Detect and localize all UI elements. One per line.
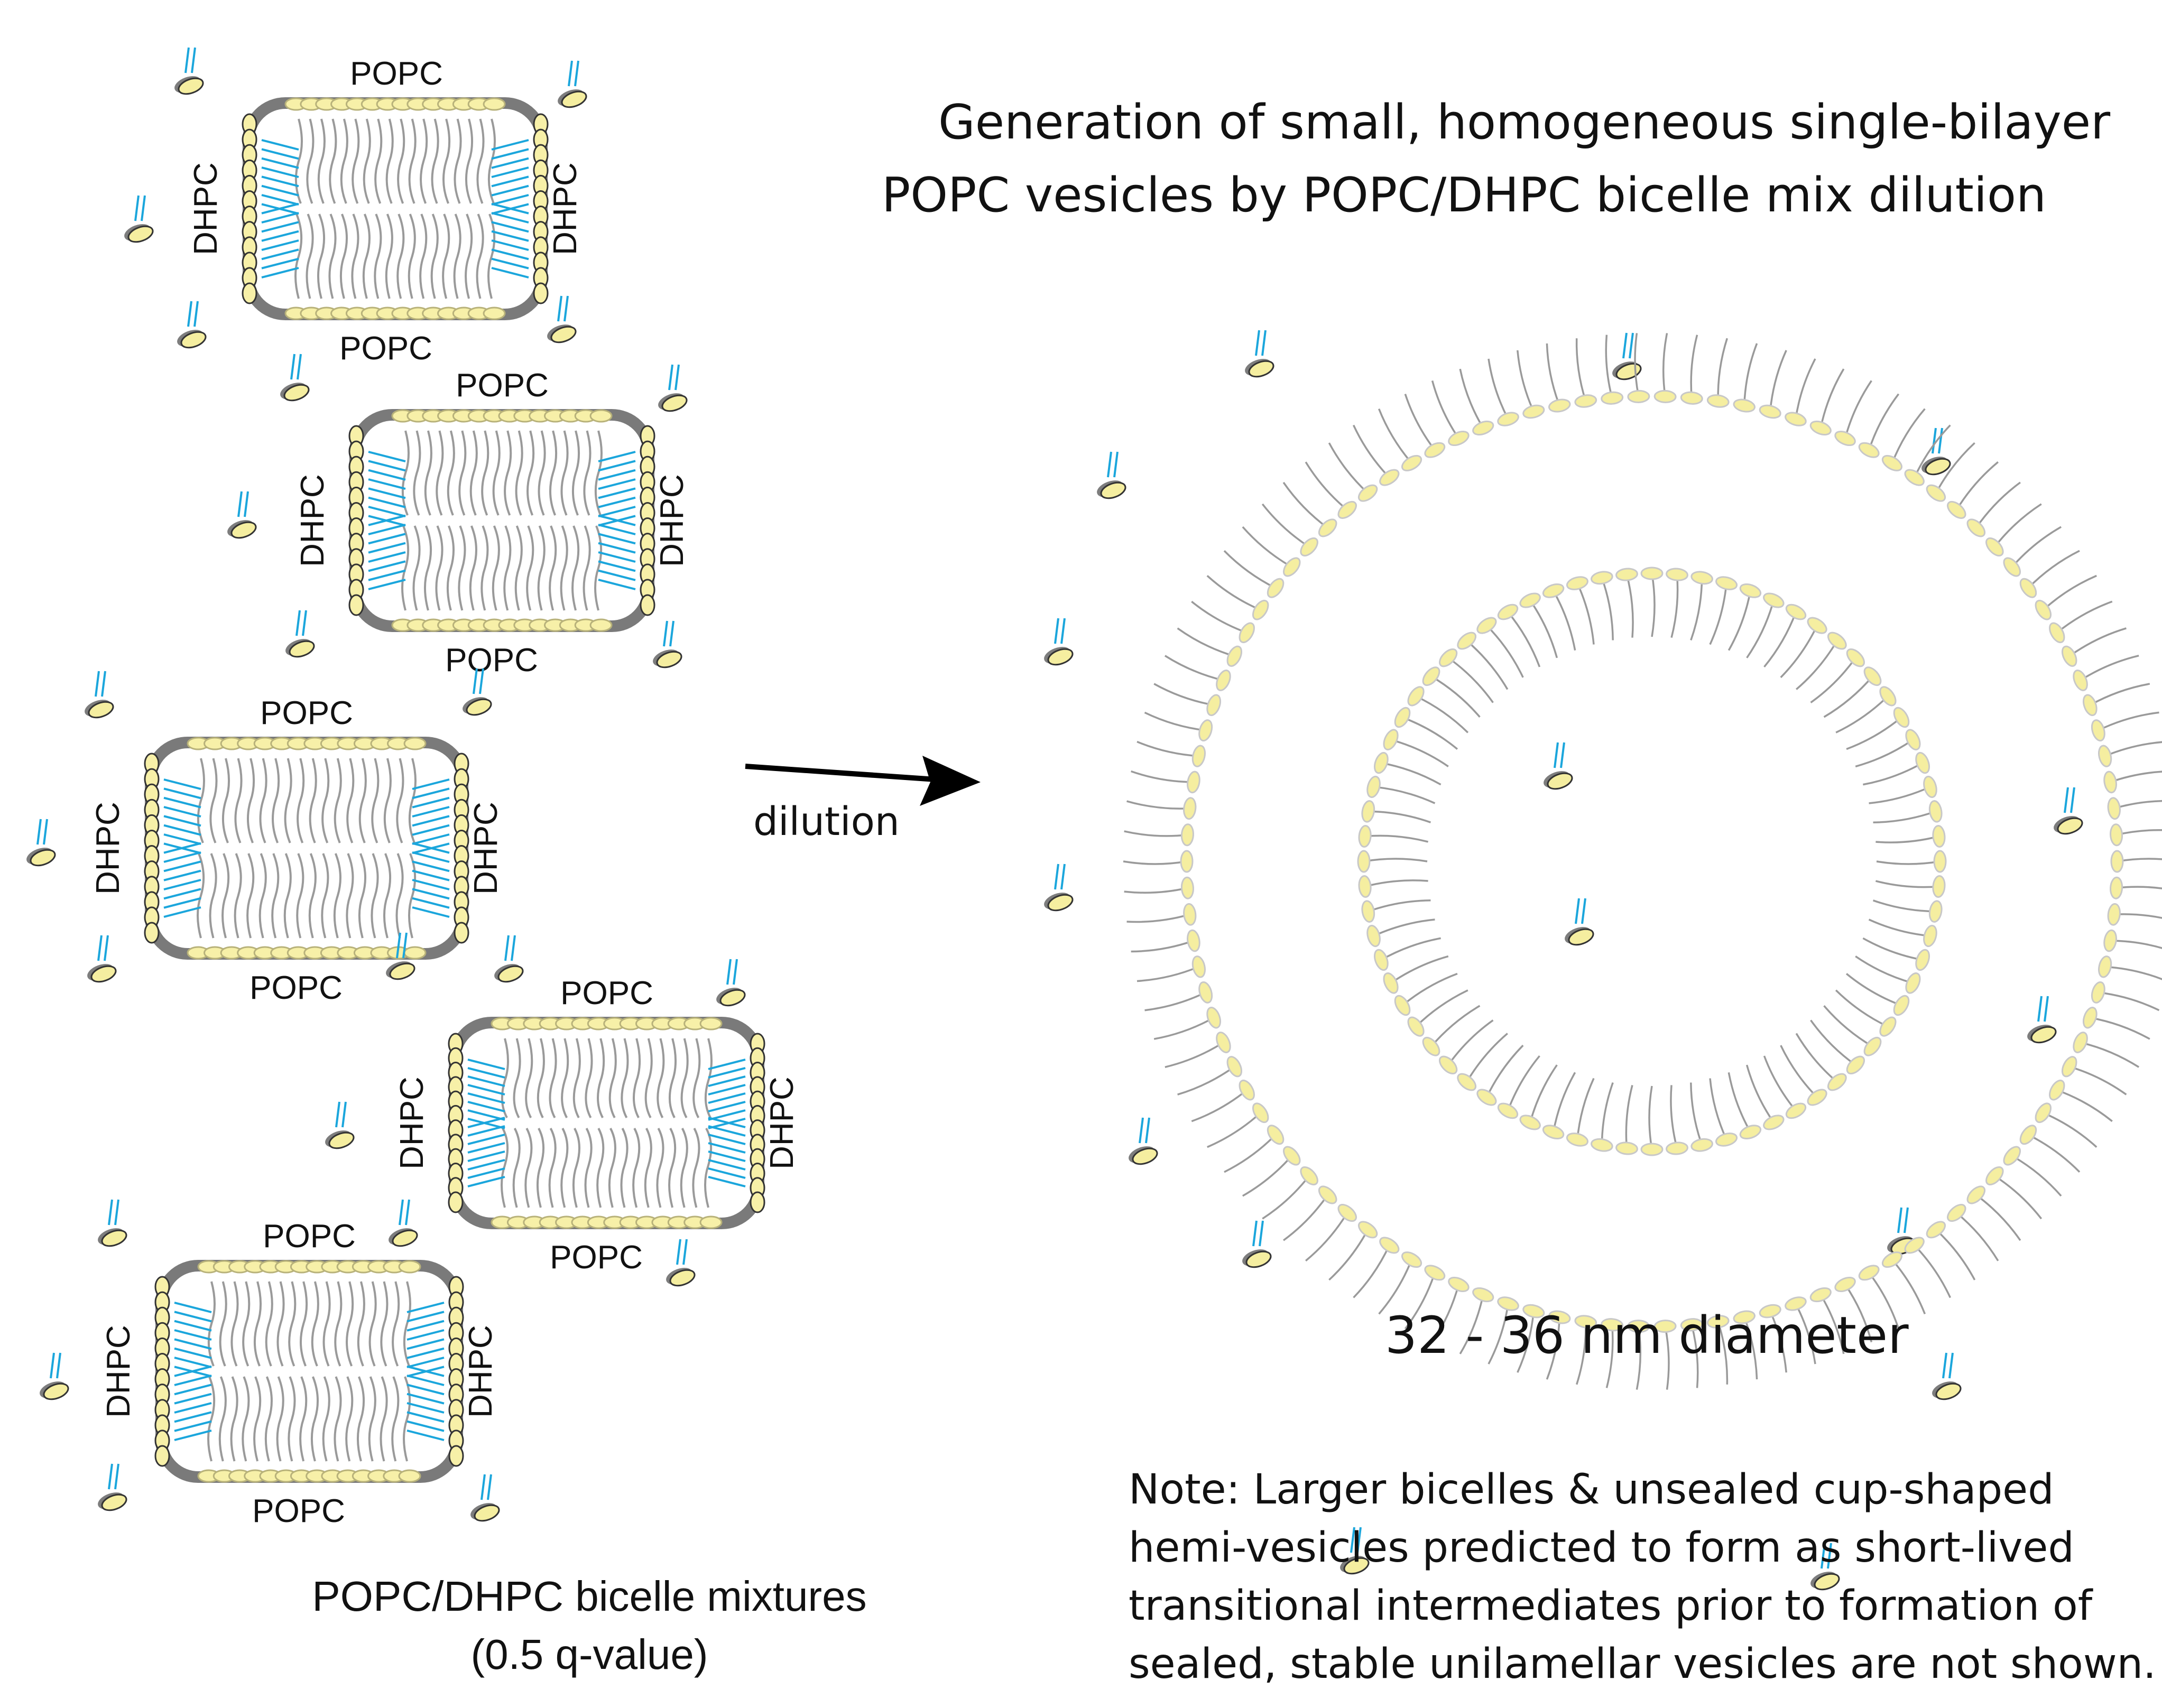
free-dhpc-molecule: [1241, 329, 1277, 381]
free-dhpc-molecule: [36, 1352, 71, 1404]
bicelle-label-bottom: POPC: [445, 642, 538, 679]
free-dhpc-molecule: [1609, 332, 1644, 384]
free-dhpc-molecule: [94, 1463, 130, 1515]
popc-tails: [294, 118, 496, 299]
bicelle-label-left: DHPC: [100, 1325, 137, 1418]
bicelle-label-right: DHPC: [468, 802, 504, 895]
dhpc-tails: [467, 1059, 746, 1187]
dhpc-tails: [368, 451, 636, 590]
free-dhpc-molecule: [1239, 1220, 1274, 1271]
note-line-3: transitional intermediates prior to form…: [1129, 1582, 2093, 1630]
free-dhpc-molecule: [2024, 995, 2059, 1047]
bicelle: POPC POPC DHPC DHPC: [394, 975, 800, 1276]
free-dhpc-molecule: [654, 364, 690, 415]
free-dhpc-molecule: [554, 60, 589, 112]
popc-heads: [154, 1260, 464, 1483]
bicelle-label-bottom: POPC: [339, 330, 432, 367]
free-dhpc-molecule: [2050, 786, 2085, 838]
free-dhpc-molecule: [173, 300, 209, 352]
popc-heads: [348, 409, 655, 632]
free-dhpc-molecule: [1561, 897, 1596, 949]
bicelle: POPC POPC DHPC DHPC: [100, 1218, 499, 1529]
bicelle-label-bottom: POPC: [550, 1239, 643, 1276]
free-dhpc-molecule: [23, 818, 58, 870]
free-dhpc-molecule: [1040, 863, 1076, 915]
popc-tails: [501, 1038, 713, 1208]
bicelle-label-left: DHPC: [90, 802, 126, 895]
free-dhpc-molecule: [1040, 617, 1076, 669]
dhpc-tails: [174, 1302, 445, 1441]
free-dhpc-molecule: [662, 1238, 698, 1290]
free-dhpc-molecule: [1918, 427, 1953, 479]
title-line-2: POPC vesicles by POPC/DHPC bicelle mix d…: [882, 168, 2046, 223]
free-dhpc-molecule: [121, 194, 156, 246]
free-dhpc-molecule: [1928, 1352, 1964, 1404]
vesicle-inner-leaflet: [1357, 567, 1947, 1156]
free-dhpc-molecule: [321, 1101, 357, 1153]
dilution-arrow: [745, 756, 981, 806]
free-dhpc-molecule: [171, 47, 206, 98]
free-dhpc-molecule: [81, 670, 116, 722]
free-dhpc-molecule: [1125, 1117, 1160, 1168]
bicelle: POPC POPC DHPC DHPC: [188, 55, 584, 367]
bicelle-label-right: DHPC: [654, 474, 690, 567]
bicelle-label-top: POPC: [350, 55, 443, 92]
bicelle: POPC POPC DHPC DHPC: [90, 695, 504, 1006]
free-dhpc-molecule: [649, 620, 685, 672]
free-dhpc-molecule: [1093, 451, 1129, 503]
free-dhpc-molecule: [1540, 741, 1575, 793]
popc-vesicle: [1123, 333, 2162, 1390]
popc-tails: [401, 430, 603, 611]
popc-tails: [197, 758, 417, 939]
vesicle-outer-leaflet: [1123, 333, 2162, 1390]
dilution-label: dilution: [753, 799, 900, 844]
bicelle-label-right: DHPC: [547, 162, 584, 255]
bicelle-label-left: DHPC: [188, 162, 224, 255]
title: Generation of small, homogeneous single-…: [882, 95, 2110, 223]
bicelle-label-right: DHPC: [463, 1325, 499, 1418]
bicelle-label-top: POPC: [560, 975, 653, 1011]
popc-tails: [207, 1281, 411, 1462]
popc-heads: [144, 737, 469, 960]
note-line-1: Note: Larger bicelles & unsealed cup-sha…: [1129, 1466, 2054, 1514]
note: Note: Larger bicelles & unsealed cup-sha…: [1129, 1466, 2156, 1688]
free-dhpc-molecule: [276, 353, 312, 405]
bicelle-label-right: DHPC: [764, 1076, 800, 1169]
left-caption-line-2: (0.5 q-value): [470, 1631, 708, 1678]
bicelle-label-top: POPC: [263, 1218, 356, 1255]
bicelle-label-bottom: POPC: [252, 1493, 345, 1529]
left-caption-line-1: POPC/DHPC bicelle mixtures: [312, 1573, 866, 1620]
dhpc-tails: [163, 778, 450, 918]
left-caption: POPC/DHPC bicelle mixtures (0.5 q-value): [312, 1573, 866, 1678]
bicelle: POPC POPC DHPC DHPC: [294, 367, 690, 679]
popc-heads: [448, 1017, 765, 1229]
popc-heads: [242, 97, 549, 320]
free-dhpc-molecule: [94, 1199, 130, 1250]
title-line-1: Generation of small, homogeneous single-…: [938, 95, 2110, 150]
bicelle-label-left: DHPC: [294, 474, 331, 567]
free-dhpc-molecule: [543, 295, 579, 347]
bicelle-label-bottom: POPC: [250, 970, 343, 1006]
free-dhpc-molecule: [282, 609, 317, 661]
bicelle-label-top: POPC: [456, 367, 549, 404]
bicelle-label-top: POPC: [260, 695, 353, 731]
bicelle-label-left: DHPC: [394, 1076, 430, 1169]
vesicle-diameter-caption: 32 - 36 nm diameter: [1385, 1306, 1909, 1365]
note-line-2: hemi-vesicles predicted to form as short…: [1129, 1524, 2074, 1572]
dhpc-tails: [261, 139, 529, 279]
free-dhpc-molecule: [224, 490, 259, 542]
free-dhpc-molecule: [713, 958, 748, 1010]
free-dhpc-molecule: [84, 934, 119, 986]
free-dhpc-molecule: [385, 1199, 420, 1250]
note-line-4: sealed, stable unilamellar vesicles are …: [1129, 1640, 2156, 1688]
free-dhpc-molecule: [467, 1473, 502, 1525]
free-dhpc-molecule: [491, 934, 526, 986]
